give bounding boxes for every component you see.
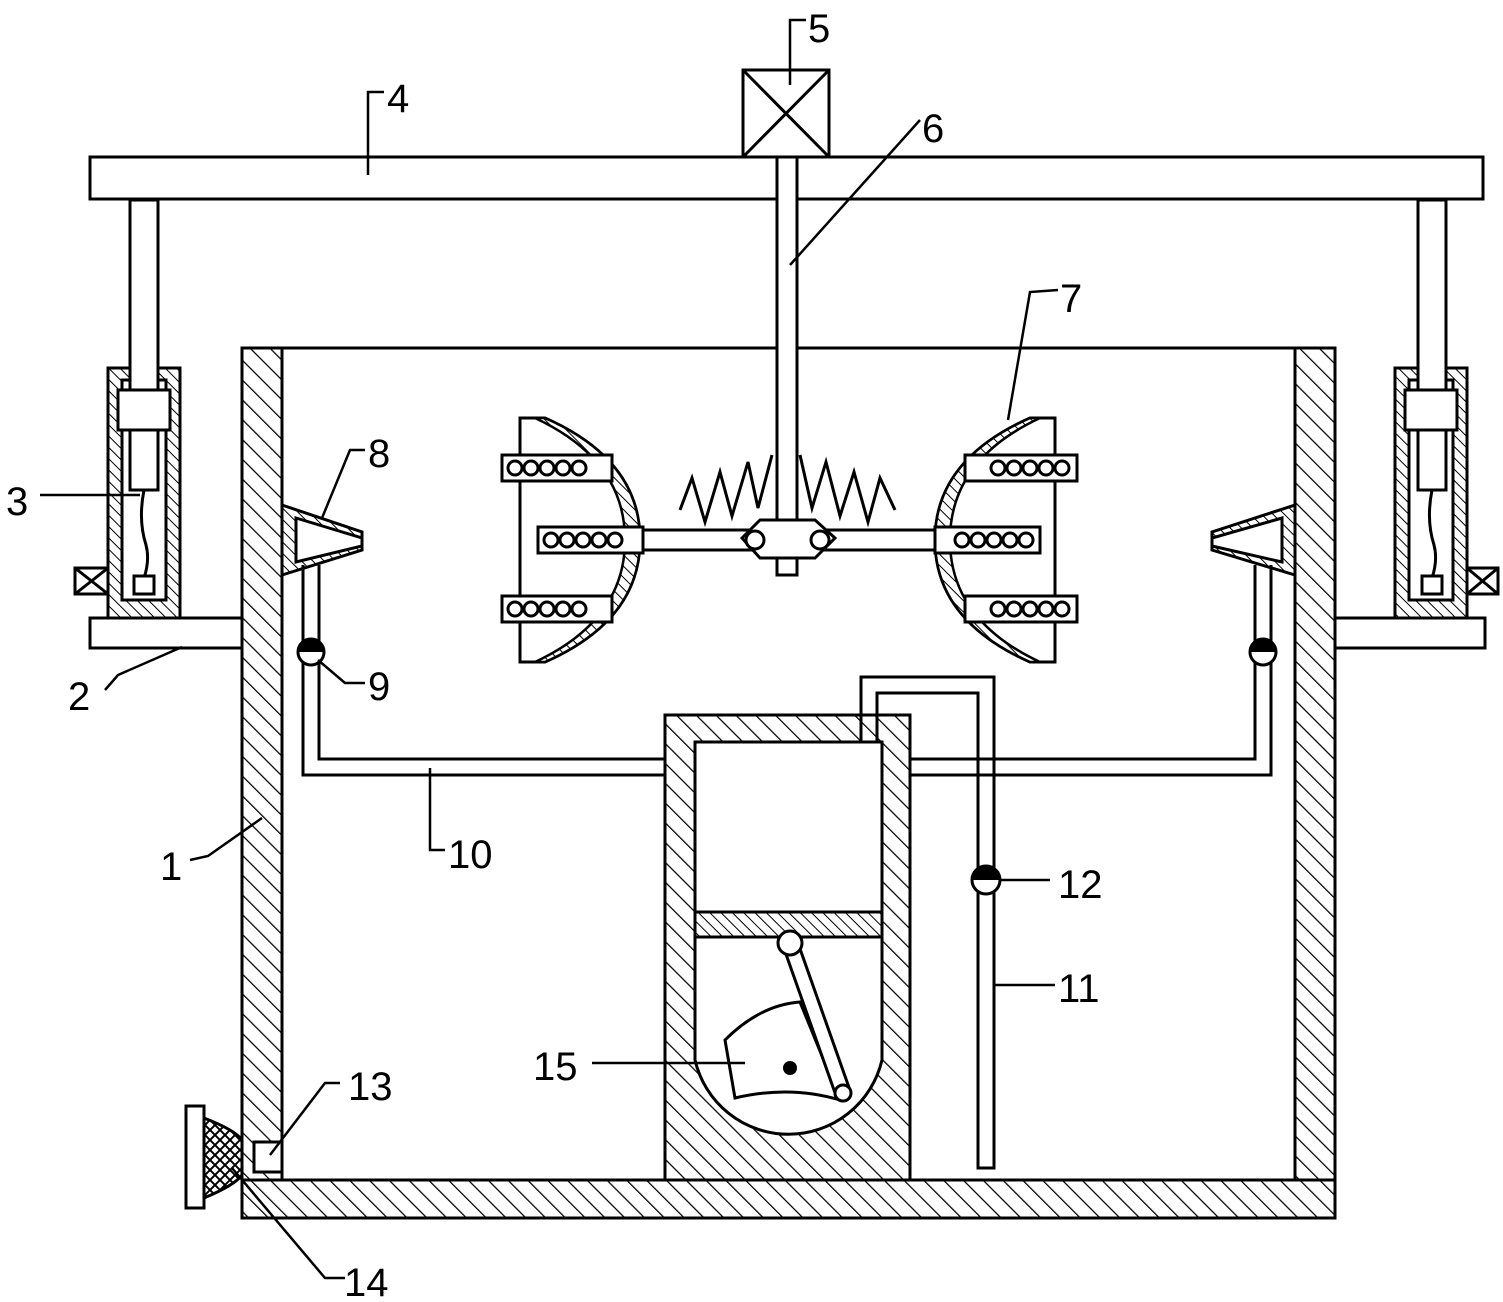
label-3: 3 <box>6 480 28 524</box>
label-9: 9 <box>368 665 390 709</box>
lift-cylinder-right <box>1393 198 1500 620</box>
label-13: 13 <box>348 1065 393 1109</box>
drain-plug <box>184 1104 244 1210</box>
label-10: 10 <box>448 833 493 877</box>
label-8: 8 <box>368 432 390 476</box>
outlet-pipe <box>859 675 996 1170</box>
label-6: 6 <box>922 107 944 151</box>
label-5: 5 <box>808 7 830 51</box>
drain-outlet <box>252 1140 284 1174</box>
label-15: 15 <box>533 1045 578 1089</box>
leader-lines <box>40 18 1059 1280</box>
motor-box <box>741 68 831 159</box>
label-1: 1 <box>160 845 182 889</box>
label-2: 2 <box>68 675 90 719</box>
check-valve-left <box>296 637 326 667</box>
supply-pipe <box>301 565 1273 777</box>
label-11: 11 <box>1058 967 1100 1011</box>
label-7: 7 <box>1060 277 1082 321</box>
label-4: 4 <box>387 77 409 121</box>
outlet-valve <box>970 864 1002 896</box>
brush-row <box>933 453 1079 624</box>
part-labels: 1 2 3 4 5 6 7 8 9 10 11 12 13 14 15 <box>6 7 1103 1302</box>
label-12: 12 <box>1058 863 1103 907</box>
drive-shaft <box>775 155 799 577</box>
cleaning-shell-right <box>933 416 1079 664</box>
cam-crank <box>723 929 853 1103</box>
check-valve-right <box>1248 637 1278 667</box>
spray-nozzle-right <box>1210 502 1297 578</box>
cleaning-shell-left <box>500 416 645 664</box>
lift-cylinder-left <box>73 198 182 620</box>
spray-nozzle-left <box>280 502 364 578</box>
label-14: 14 <box>344 1261 389 1302</box>
brush-row <box>500 453 645 624</box>
side-bracket <box>88 616 1487 650</box>
